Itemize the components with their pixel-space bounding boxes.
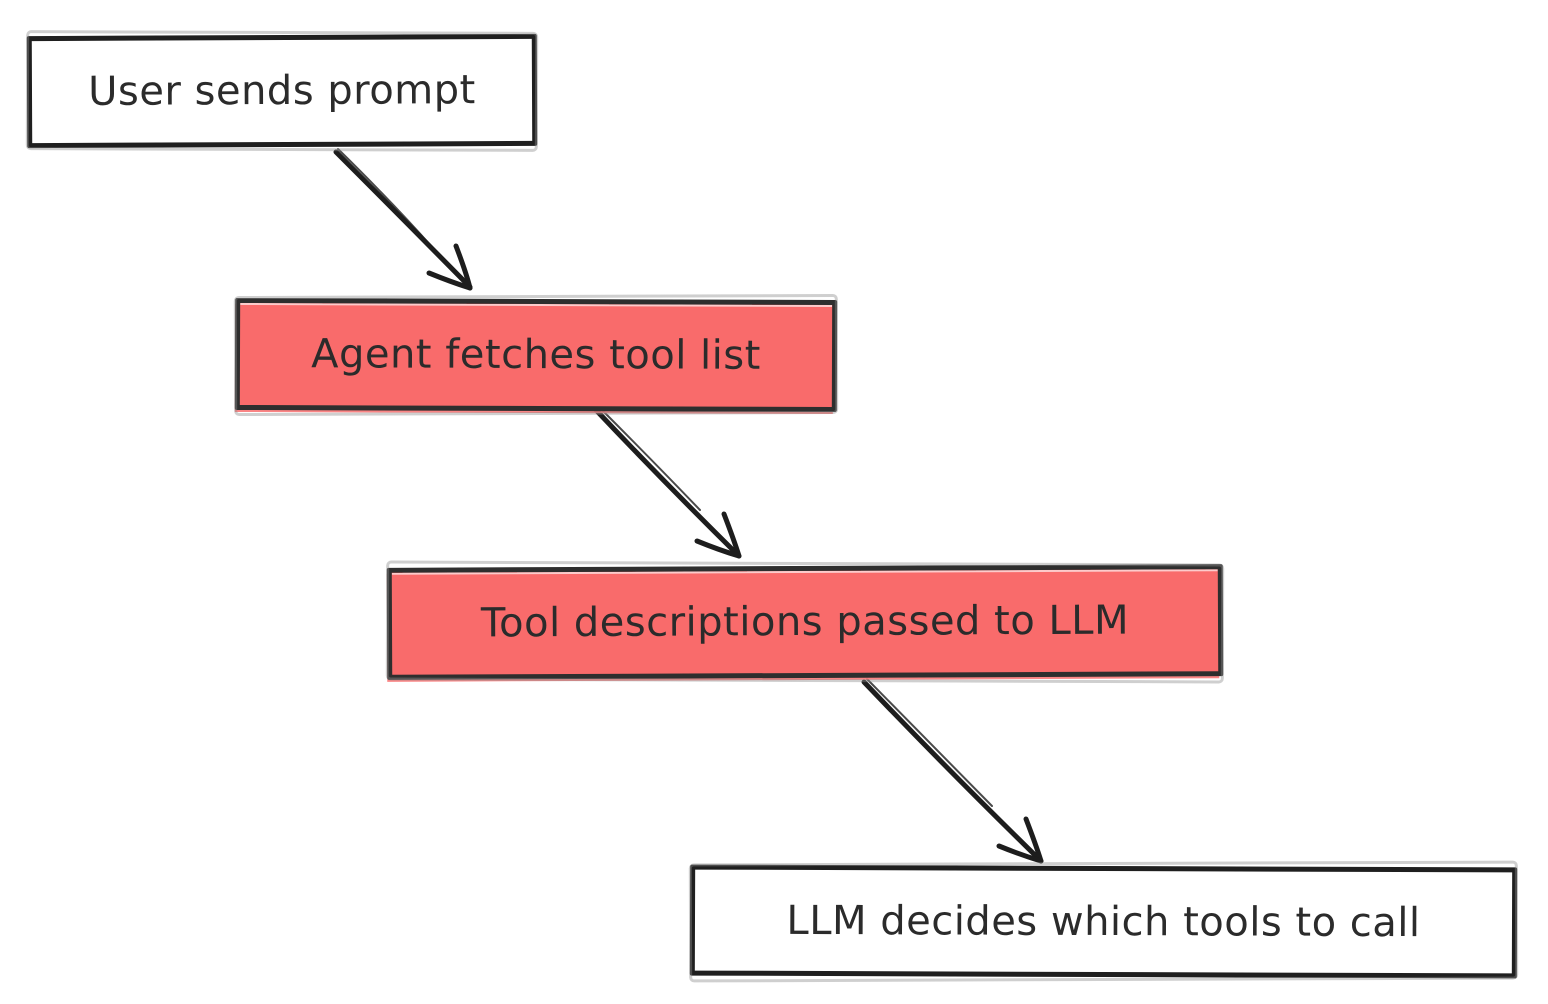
node-agent-fetches-tool-list: Agent fetches tool list — [234, 297, 838, 413]
node-llm-decides-tools: LLM decides which tools to call — [689, 864, 1518, 979]
arrow-descriptions-to-llm — [861, 678, 1044, 864]
node-user-sends-prompt-label: User sends prompt — [88, 67, 476, 115]
node-tool-descriptions-to-llm-label: Tool descriptions passed to LLM — [480, 597, 1130, 647]
arrow-user-to-agent — [333, 148, 473, 291]
node-user-sends-prompt: User sends prompt — [26, 33, 538, 149]
node-llm-decides-tools-label: LLM decides which tools to call — [786, 897, 1421, 946]
node-agent-fetches-tool-list-label: Agent fetches tool list — [311, 331, 761, 379]
node-tool-descriptions-to-llm: Tool descriptions passed to LLM — [386, 564, 1224, 680]
arrow-agent-to-descriptions — [593, 406, 742, 559]
